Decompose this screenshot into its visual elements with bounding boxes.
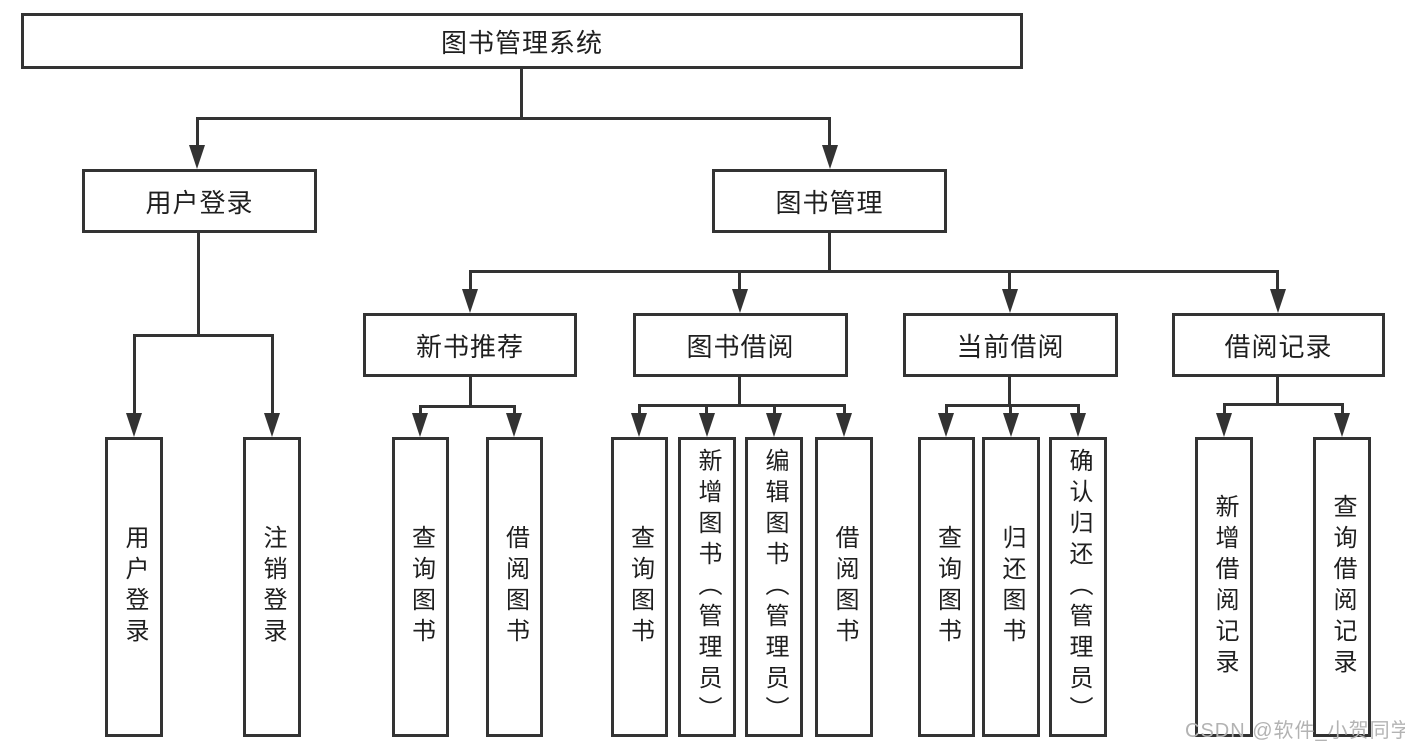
connector-drop — [738, 270, 741, 292]
connector-current-stem — [1008, 377, 1011, 406]
connector-management-stem — [828, 233, 831, 272]
connector-root-stem — [520, 66, 523, 119]
connector-login-stem — [197, 233, 200, 336]
arrow-down-icon — [766, 413, 782, 437]
arrow-down-icon — [1334, 413, 1350, 437]
leaf-return-books: 归还图书 — [982, 437, 1040, 737]
connector-level3-rail — [469, 270, 1279, 273]
connector-drop — [773, 404, 776, 416]
leaf-label: 新增图书（管理员） — [694, 447, 721, 727]
connector-drop — [1008, 270, 1011, 292]
leaf-label: 借阅图书 — [831, 525, 858, 649]
connector-drop — [513, 405, 516, 416]
connector-borrow-rail — [638, 404, 846, 407]
connector-drop — [1009, 404, 1012, 416]
leaf-label: 注销登录 — [259, 525, 286, 649]
connector-drop — [1223, 403, 1226, 416]
connector-borrow-stem — [738, 377, 741, 406]
leaf-label: 查询借阅记录 — [1329, 494, 1356, 680]
connector-drop — [945, 404, 948, 416]
arrow-down-icon — [1216, 413, 1232, 437]
arrow-down-icon — [631, 413, 647, 437]
node-book-borrow-label: 图书借阅 — [686, 331, 795, 362]
connector-drop — [828, 117, 831, 148]
leaf-add-books-admin: 新增图书（管理员） — [678, 437, 736, 737]
connector-level2-rail — [196, 117, 831, 120]
connector-drop — [1341, 403, 1344, 416]
arrow-down-icon — [1270, 289, 1286, 313]
leaf-label: 用户登录 — [121, 525, 148, 649]
connector-current-rail — [945, 404, 1080, 407]
leaf-edit-books-admin: 编辑图书（管理员） — [745, 437, 803, 737]
node-root: 图书管理系统 — [21, 13, 1023, 69]
connector-records-stem — [1276, 377, 1279, 405]
leaf-query-borrow-record: 查询借阅记录 — [1313, 437, 1371, 737]
node-book-management-label: 图书管理 — [775, 187, 884, 218]
node-current-borrow-label: 当前借阅 — [956, 331, 1065, 362]
arrow-down-icon — [836, 413, 852, 437]
connector-drop — [469, 270, 472, 292]
node-user-login: 用户登录 — [82, 169, 317, 233]
arrow-down-icon — [732, 289, 748, 313]
connector-recommend-stem — [469, 377, 472, 407]
connector-drop — [843, 404, 846, 416]
leaf-label: 借阅图书 — [501, 525, 529, 649]
connector-drop — [196, 117, 199, 148]
leaf-label: 确认归还（管理员） — [1065, 447, 1092, 727]
arrow-down-icon — [506, 413, 522, 437]
leaf-label: 编辑图书（管理员） — [761, 447, 788, 727]
node-borrow-records-label: 借阅记录 — [1224, 331, 1333, 362]
leaf-query-books-borrow: 查询图书 — [611, 437, 668, 737]
arrow-down-icon — [822, 145, 838, 169]
arrow-down-icon — [412, 413, 428, 437]
leaf-user-login: 用户登录 — [105, 437, 163, 737]
node-book-borrow: 图书借阅 — [633, 313, 848, 377]
node-current-borrow: 当前借阅 — [903, 313, 1118, 377]
arrow-down-icon — [462, 289, 478, 313]
leaf-label: 归还图书 — [998, 525, 1025, 649]
leaf-label: 查询图书 — [407, 525, 435, 649]
arrow-down-icon — [126, 413, 142, 437]
leaf-label: 查询图书 — [933, 525, 961, 649]
leaf-add-borrow-record: 新增借阅记录 — [1195, 437, 1253, 737]
connector-drop — [705, 404, 708, 416]
leaf-logout: 注销登录 — [243, 437, 301, 737]
arrow-down-icon — [264, 413, 280, 437]
arrow-down-icon — [1002, 289, 1018, 313]
leaf-confirm-return-admin: 确认归还（管理员） — [1049, 437, 1107, 737]
connector-drop — [1276, 270, 1279, 292]
node-new-book-recommend-label: 新书推荐 — [415, 331, 524, 362]
leaf-query-books-current: 查询图书 — [918, 437, 975, 737]
node-new-book-recommend: 新书推荐 — [363, 313, 577, 377]
node-root-label: 图书管理系统 — [440, 27, 603, 58]
connector-drop — [419, 405, 422, 416]
connector-drop — [133, 334, 136, 416]
csdn-watermark: CSDN @软件_小贺同学 — [1185, 720, 1405, 742]
arrow-down-icon — [189, 145, 205, 169]
arrow-down-icon — [1003, 413, 1019, 437]
leaf-borrow-books: 借阅图书 — [815, 437, 873, 737]
leaf-borrow-books-recommend: 借阅图书 — [486, 437, 543, 737]
leaf-query-books-recommend: 查询图书 — [392, 437, 449, 737]
connector-drop — [1077, 404, 1080, 416]
connector-recommend-rail — [419, 405, 516, 408]
connector-drop — [638, 404, 641, 416]
node-borrow-records: 借阅记录 — [1172, 313, 1385, 377]
connector-records-rail — [1223, 403, 1344, 406]
node-book-management: 图书管理 — [712, 169, 947, 233]
leaf-label: 新增借阅记录 — [1211, 494, 1238, 680]
arrow-down-icon — [699, 413, 715, 437]
connector-drop — [271, 334, 274, 416]
leaf-label: 查询图书 — [626, 525, 654, 649]
arrow-down-icon — [938, 413, 954, 437]
node-user-login-label: 用户登录 — [145, 187, 254, 218]
arrow-down-icon — [1070, 413, 1086, 437]
connector-login-rail — [133, 334, 274, 337]
